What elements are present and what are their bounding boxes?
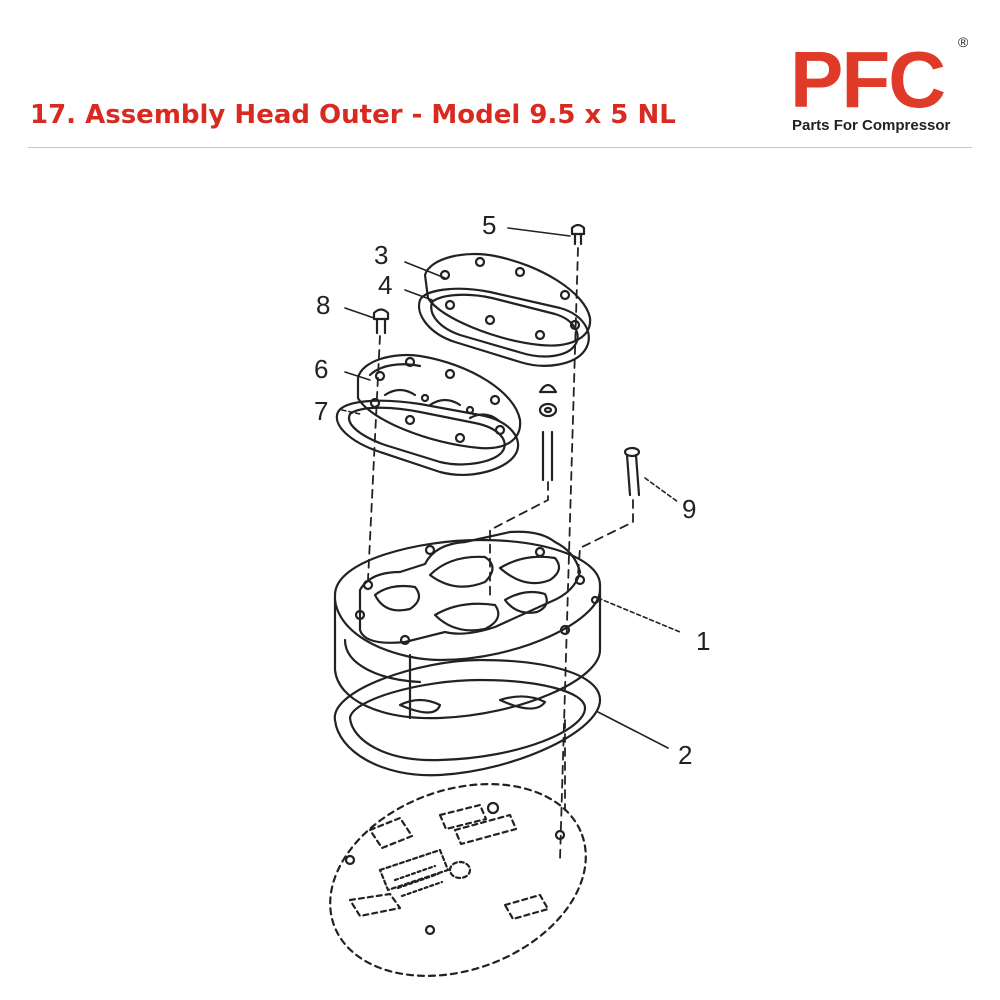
part-labels: 1 2 3 4 5 6 7 8 9 <box>314 210 710 770</box>
cap-screw-upper <box>570 223 586 246</box>
lower-gasket <box>333 658 602 777</box>
page-title: 17. Assembly Head Outer - Model 9.5 x 5 … <box>30 100 676 130</box>
brand-tagline: Parts For Compressor <box>792 117 951 134</box>
stud-bolt <box>623 446 641 497</box>
lower-cover-gasket <box>335 399 520 476</box>
upper-cover-gasket <box>417 287 590 367</box>
part-label-8: 8 <box>316 290 330 320</box>
cap-screw-left <box>372 308 390 335</box>
registered-mark: ® <box>958 34 969 50</box>
part-label-1: 1 <box>696 626 710 656</box>
part-label-2: 2 <box>678 740 692 770</box>
leader-lines <box>341 227 681 749</box>
part-label-3: 3 <box>374 240 388 270</box>
brand-logo-text: PFC <box>790 35 946 124</box>
brand-logo: PFC ® Parts For Compressor <box>790 34 980 140</box>
header-divider <box>28 147 972 148</box>
assembly-guide-lines <box>367 247 634 861</box>
valve-plate-dashed <box>329 783 587 977</box>
part-label-6: 6 <box>314 354 328 384</box>
part-label-9: 9 <box>682 494 696 524</box>
cylinder-head-body <box>333 530 602 720</box>
center-stud <box>538 383 558 482</box>
part-label-5: 5 <box>482 210 496 240</box>
upper-cover-plate <box>423 252 592 347</box>
lower-cover-plate <box>356 353 522 450</box>
part-label-7: 7 <box>314 396 328 426</box>
part-label-4: 4 <box>378 270 392 300</box>
